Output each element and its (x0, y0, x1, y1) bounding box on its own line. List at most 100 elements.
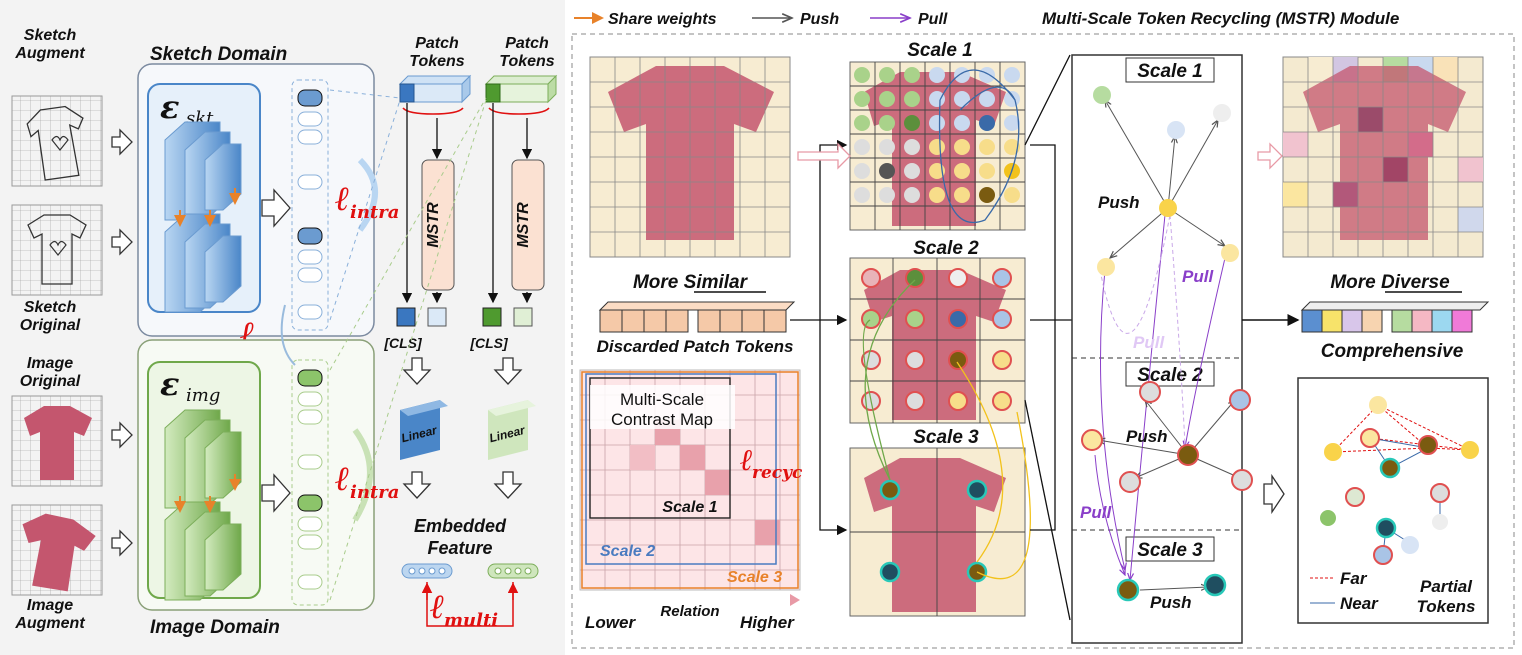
mstr-module: More Similar Discarded Patch Tokens (571, 33, 1515, 649)
image-encoder-subscript: img (186, 385, 220, 406)
more-similar-label: More Similar (633, 272, 749, 293)
graph-edges (1094, 100, 1240, 590)
sketch-domain-title: Sketch Domain (150, 44, 287, 65)
patch-tokens-skt-label-1: Patch (415, 35, 459, 52)
grid-scale2-title: Scale 2 (913, 238, 979, 259)
multi-loss: ℓ (430, 587, 445, 627)
scale3-grid (849, 279, 1031, 617)
sketch-encoder-symbol: ε (160, 88, 179, 126)
image-original-thumbnail (11, 395, 103, 487)
mstr-label-sketch: MSTR (425, 202, 442, 248)
patch-tokens-img-label-1: Patch (505, 35, 549, 52)
input-image-grid (589, 56, 791, 258)
sketch-augment-label-1: Sketch (24, 27, 77, 44)
sketch-intra-loss-subscript: intra (350, 202, 399, 223)
graph-pull-faint: Pull (1133, 333, 1165, 352)
image-augment-label-1: Image (27, 597, 73, 614)
image-output-arrow (261, 473, 291, 513)
inter-curve (280, 304, 296, 366)
image-intra-loss: ℓ (335, 459, 350, 499)
image-domain-title: Image Domain (150, 617, 280, 638)
image-augment-label-2: Augment (14, 615, 85, 632)
cls-tokens (396, 307, 533, 327)
partial-arrow (1263, 473, 1285, 515)
image-original-label-1: Image (27, 355, 73, 372)
contrast-map (579, 369, 801, 591)
sketch-output-arrow (261, 188, 291, 228)
comprehensive-label: Comprehensive (1321, 341, 1464, 362)
recyc-loss-subscript: recyc (752, 463, 803, 483)
linear-block-image (488, 400, 536, 460)
image-encoder-symbol: ε (160, 365, 179, 403)
image-encoder-layers (164, 409, 242, 601)
image-augment-thumbnail (11, 504, 103, 596)
image-patch-token-bar (484, 74, 558, 115)
cls-label-sketch: [CLS] (383, 335, 423, 351)
graph-pull-2: Pull (1080, 503, 1112, 522)
embedded-features (401, 563, 539, 627)
legend-push: Push (800, 11, 839, 28)
legend-pull: Pull (918, 11, 948, 28)
sketch-intra-loss: ℓ (335, 179, 350, 219)
graph-scale1-title: Scale 1 (1137, 61, 1203, 82)
near-label: Near (1340, 594, 1379, 613)
image-intra-curve (352, 428, 373, 522)
embedded-feature-label-1: Embedded (414, 516, 507, 536)
graph-scale2-title: Scale 2 (1137, 365, 1203, 386)
linear-block-sketch (400, 400, 448, 460)
sketch-intra-curve (357, 157, 378, 232)
image-token-column (291, 359, 329, 606)
map-scale3-label: Scale 3 (727, 569, 782, 586)
legend-share-weights: Share weights (608, 11, 717, 28)
graph-push-2: Push (1126, 427, 1168, 446)
partial-graph (1310, 396, 1479, 604)
patch-tokens-skt-label-2: Tokens (409, 53, 465, 70)
graph-nodes (1081, 86, 1253, 602)
scale-connectors (790, 54, 1075, 621)
discarded-label: Discarded Patch Tokens (597, 337, 794, 356)
sketch-encoder-layers (164, 121, 242, 313)
sketch-original-label-2: Original (20, 317, 81, 334)
input-arrows (111, 128, 133, 557)
embedded-feature-label-2: Feature (427, 538, 492, 558)
multi-loss-subscript: multi (444, 610, 498, 631)
graph-pull-1: Pull (1182, 267, 1214, 286)
left-panel: Sketch Augment Sketch Original Image Ori… (0, 0, 565, 655)
map-scale2-label: Scale 2 (600, 543, 655, 560)
sketch-original-label-1: Sketch (24, 299, 77, 316)
cls-label-image: [CLS] (469, 335, 509, 351)
module-title: Multi-Scale Token Recycling (MSTR) Modul… (1042, 9, 1399, 28)
module-frame (571, 33, 1515, 649)
legend: Share weights Push Pull Multi-Scale Toke… (574, 9, 1399, 28)
scale1-grid (849, 61, 1026, 231)
relation-higher: Higher (740, 613, 795, 632)
graph-push-3: Push (1150, 593, 1192, 612)
output-diverse-grid (1282, 56, 1484, 258)
partial-tokens-label-1: Partial (1420, 577, 1473, 596)
sketch-token-column (291, 79, 329, 331)
comprehensive-tokens (1300, 301, 1490, 333)
mstr-block-image (511, 159, 545, 291)
mstr-connectors (401, 103, 533, 304)
grid-scale1-title: Scale 1 (907, 40, 973, 61)
more-diverse-label: More Diverse (1330, 272, 1450, 293)
partial-tokens-label-2: Tokens (1417, 597, 1476, 616)
pink-arrow-1 (797, 142, 851, 170)
sketch-augment-thumbnail (11, 95, 103, 187)
partial-tokens-panel (1297, 377, 1489, 624)
relation-lower: Lower (585, 613, 636, 632)
discarded-patch-tokens (598, 301, 796, 333)
mstr-block-sketch (421, 159, 455, 291)
recyc-loss: ℓ (740, 443, 753, 478)
mstr-label-image: MSTR (515, 202, 532, 248)
sketch-original-thumbnail (11, 204, 103, 296)
sketch-patch-token-bar (398, 74, 472, 115)
contrast-map-label-1: Multi-Scale (620, 390, 704, 409)
contrast-map-label-2: Contrast Map (611, 410, 713, 429)
sketch-augment-label-2: Augment (14, 45, 85, 62)
far-label: Far (1340, 569, 1368, 588)
linear-arrows (402, 357, 523, 499)
scale2-grid (849, 257, 1026, 424)
map-scale1-label: Scale 1 (662, 499, 717, 516)
grid-scale3-title: Scale 3 (913, 427, 979, 448)
